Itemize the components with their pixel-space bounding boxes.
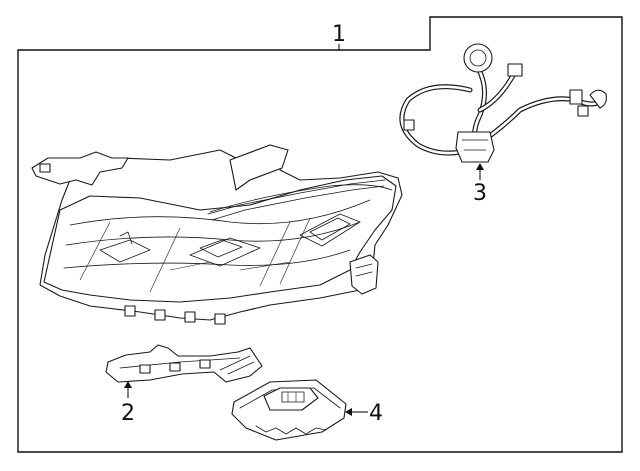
control-module: [231, 379, 347, 441]
headlamp-assembly: [31, 144, 403, 325]
callout-label-2: 2: [121, 401, 135, 426]
callout-2: 2: [121, 381, 135, 426]
wiring-harness: [399, 43, 607, 163]
callout-4: 4: [345, 401, 383, 426]
callout-label-1: 1: [332, 22, 346, 47]
callout-1: 1: [332, 22, 346, 51]
diagram-frame: [17, 16, 623, 453]
callout-3: 3: [473, 163, 487, 206]
callout-label-4: 4: [369, 401, 383, 426]
mounting-bracket: [105, 344, 263, 383]
callout-label-3: 3: [473, 181, 487, 206]
